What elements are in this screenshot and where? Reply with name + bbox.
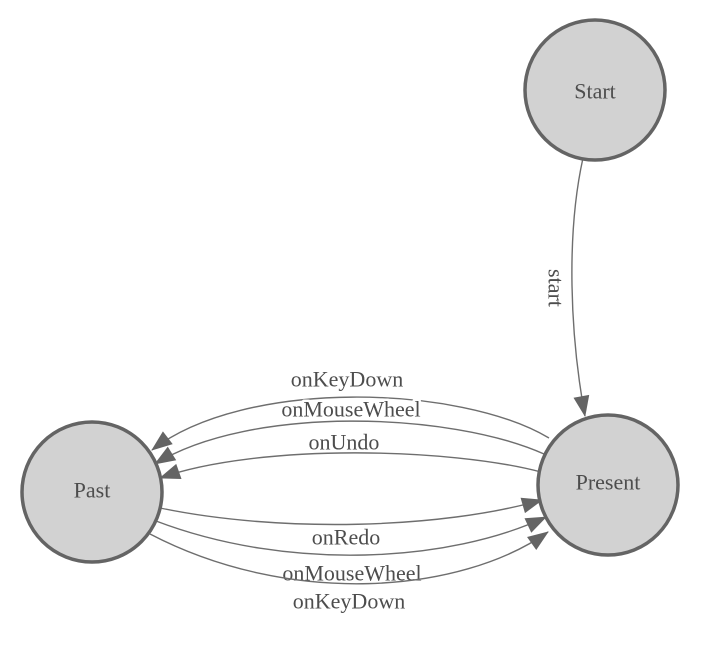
state-label-past: Past xyxy=(74,478,111,503)
edge-layer: start onKeyDown onMouseWheel onUndo onRe… xyxy=(149,157,590,616)
edge-label-onmousewheel-bottom: onMouseWheel xyxy=(282,561,421,586)
state-node-start[interactable]: Start xyxy=(523,18,667,162)
state-node-present[interactable]: Present xyxy=(536,413,680,557)
edge-present-to-past-onundo: onUndo xyxy=(159,427,542,479)
edge-present-to-past-onmousewheel: onMouseWheel xyxy=(154,394,545,465)
edge-path-onredo[interactable] xyxy=(159,497,543,526)
edge-path-start[interactable] xyxy=(571,157,590,417)
state-circle-past xyxy=(20,420,164,564)
edge-label-onredo: onRedo xyxy=(312,525,380,550)
edge-path-onmousewheel-bottom[interactable] xyxy=(155,516,547,556)
edge-past-to-present-onmousewheel: onMouseWheel xyxy=(155,516,547,588)
edge-label-onkeydown-bottom: onKeyDown xyxy=(293,589,405,614)
node-layer: Start Past Present xyxy=(20,18,680,564)
state-node-past[interactable]: Past xyxy=(20,420,164,564)
state-circle-start xyxy=(523,18,667,162)
edge-label-onundo: onUndo xyxy=(309,430,380,455)
edge-present-to-past-onkeydown: onKeyDown xyxy=(151,364,550,451)
edge-label-start: start xyxy=(544,269,569,307)
state-label-present: Present xyxy=(576,470,641,495)
edge-label-onkeydown-top: onKeyDown xyxy=(291,367,403,392)
state-label-start: Start xyxy=(574,79,616,104)
edge-path-onundo[interactable] xyxy=(159,452,542,479)
edge-past-to-present-onkeydown: onKeyDown xyxy=(149,531,549,616)
edge-start-to-present: start xyxy=(541,157,590,417)
edge-label-onmousewheel-top: onMouseWheel xyxy=(281,397,420,422)
edge-path-onmousewheel-top[interactable] xyxy=(154,420,545,465)
edge-path-onkeydown-top[interactable] xyxy=(151,396,550,451)
edge-past-to-present-onredo: onRedo xyxy=(159,497,543,552)
edge-path-onkeydown-bottom[interactable] xyxy=(149,531,549,585)
state-circle-present xyxy=(536,413,680,557)
